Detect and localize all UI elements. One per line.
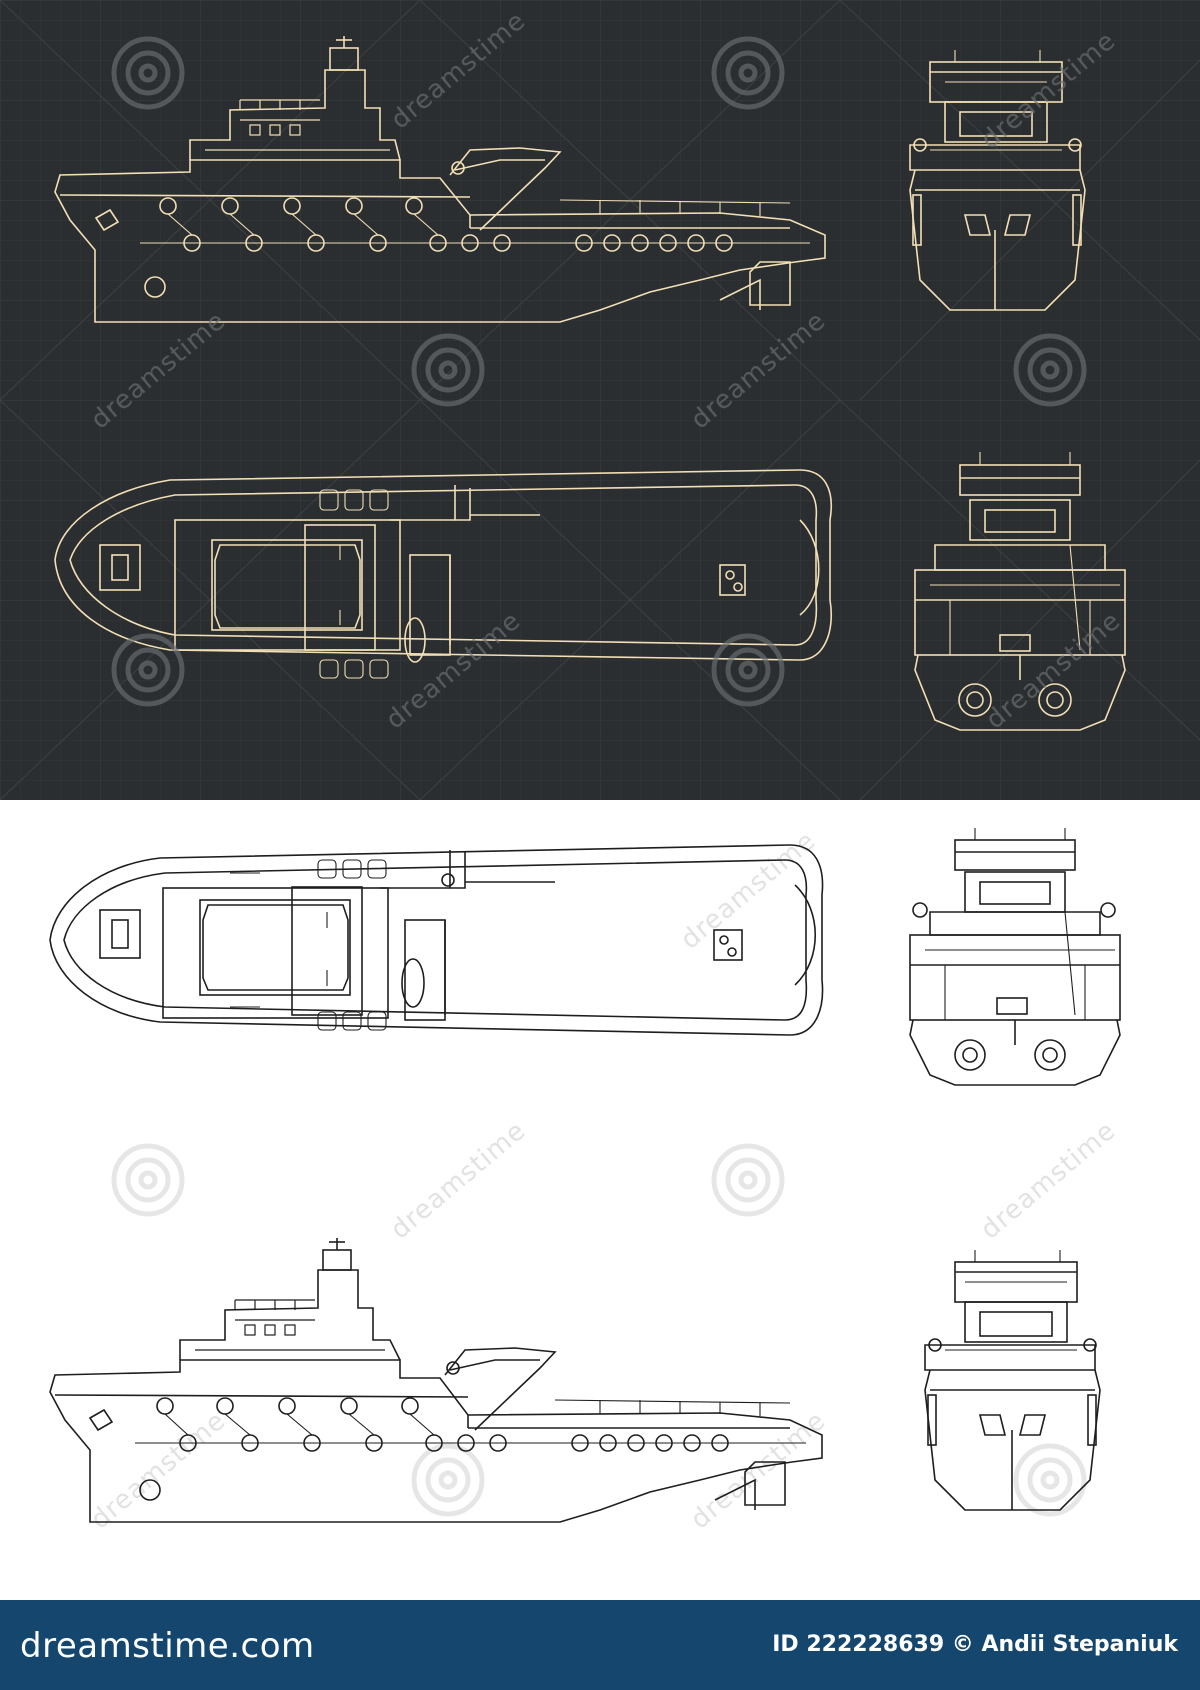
light-drawing-panel: dreamstime dreamstime dreamstime dreamst…	[0, 800, 1200, 1600]
light-top-plan	[49, 844, 824, 1036]
dark-watermarks	[111, 36, 1087, 707]
dark-blueprint-panel: dreamstime dreamstime dreamstime dreamst…	[0, 0, 1200, 800]
light-watermark-texts: dreamstime dreamstime dreamstime dreamst…	[85, 826, 1122, 1536]
light-drawing-svg: dreamstime dreamstime dreamstime dreamst…	[49, 826, 1122, 1536]
watermark-text: dreamstime	[975, 1116, 1122, 1246]
footer-credit: ID 222228639 © Andii Stepaniuk	[772, 1632, 1178, 1657]
footer-bar: dreamstime.com ID 222228639 © Andii Step…	[0, 1600, 1200, 1690]
watermark-text: dreamstime	[685, 1406, 832, 1536]
light-side-elevation	[49, 1238, 823, 1523]
dark-side-elevation	[54, 36, 826, 323]
footer-logo: dreamstime.com	[20, 1626, 315, 1666]
dark-blueprint-svg: dreamstime dreamstime dreamstime dreamst…	[0, 0, 1200, 800]
watermark-text: dreamstime	[385, 1116, 532, 1246]
dark-bow-view	[909, 50, 1086, 311]
dark-stern-view	[914, 452, 1126, 731]
light-stern-view	[909, 828, 1121, 1086]
light-bow-view	[924, 1250, 1101, 1511]
dark-top-plan	[54, 469, 832, 679]
light-watermarks	[111, 1143, 1087, 1517]
